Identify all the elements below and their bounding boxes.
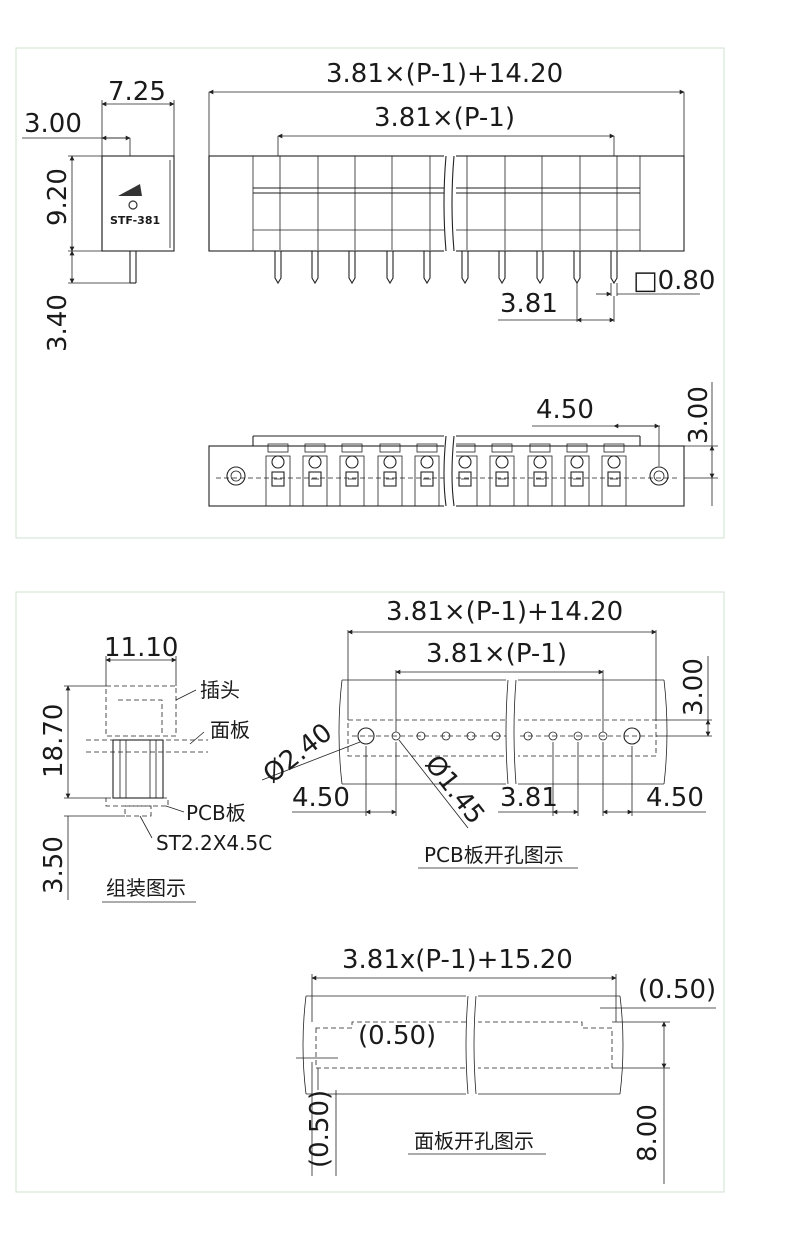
- dim-pitch: 3.81: [500, 289, 558, 319]
- dim-pitch-length: 3.81×(P-1): [374, 103, 515, 133]
- dim-pin-square: □0.80: [633, 266, 715, 296]
- label-pcb: PCB板: [186, 801, 246, 825]
- dim-pcb-side: 3.00: [679, 658, 709, 716]
- dim-pcb-right-offset: 4.50: [646, 783, 704, 813]
- pcb-hole-layout: [338, 670, 668, 794]
- terminal-8: [527, 443, 553, 507]
- label-panel: 面板: [210, 718, 250, 742]
- dim-side-offset: 3.00: [24, 109, 82, 139]
- terminal-4: [377, 443, 403, 507]
- dim-side-width: 7.25: [108, 77, 166, 107]
- dim-pcb-total-length: 3.81×(P-1)+14.20: [386, 597, 623, 627]
- dim-assembly-height: 18.70: [39, 704, 69, 778]
- terminal-row: [265, 443, 627, 507]
- panel-cutout: [302, 986, 624, 1104]
- dim-panel-height: 8.00: [633, 1104, 663, 1162]
- terminal-5: [414, 443, 440, 507]
- dim-total-length: 3.81×(P-1)+14.20: [326, 59, 563, 89]
- dim-mount-hole-diameter: Ø2.40: [258, 718, 338, 790]
- terminal-3: [339, 443, 365, 507]
- dim-mount-offset: 4.50: [536, 395, 594, 425]
- dim-pcb-pitch: 3.81: [500, 783, 558, 813]
- label-plug: 插头: [200, 678, 240, 702]
- terminal-6: [452, 443, 478, 507]
- dim-panel-length: 3.81x(P-1)+15.20: [342, 945, 573, 975]
- bottom-view: [208, 430, 685, 512]
- dim-mount-height: 3.00: [684, 386, 714, 444]
- terminal-7: [489, 443, 515, 507]
- dim-pin-hole-diameter: Ø1.45: [418, 750, 490, 830]
- dim-panel-gap-left: (0.50): [305, 1090, 335, 1168]
- dim-side-height: 9.20: [43, 168, 73, 226]
- dim-pcb-left-offset: 4.50: [292, 783, 350, 813]
- logo-text: STF-381: [110, 214, 160, 227]
- dim-assembly-bottom: 3.50: [39, 836, 69, 894]
- brand-logo: STF-381: [110, 184, 160, 227]
- caption-assembly: 组装图示: [106, 876, 186, 900]
- dim-pcb-pitch-length: 3.81×(P-1): [426, 639, 567, 669]
- dim-assembly-width: 11.10: [104, 633, 178, 663]
- assembly-view: [86, 685, 208, 817]
- terminal-10: [601, 443, 627, 507]
- terminal-2: [302, 443, 328, 507]
- panel-1-frame: [15, 47, 725, 539]
- dim-panel-gap-top: (0.50): [638, 975, 716, 1005]
- dim-panel-gap-mid: (0.50): [358, 1021, 436, 1051]
- caption-panel-holes: 面板开孔图示: [414, 1129, 534, 1153]
- dim-pin-length: 3.40: [43, 294, 73, 352]
- terminal-1: [265, 443, 291, 507]
- caption-pcb-holes: PCB板开孔图示: [424, 843, 564, 867]
- front-view: [208, 150, 685, 285]
- panel-2-frame: [15, 591, 725, 1193]
- label-screw: ST2.2X4.5C: [156, 831, 272, 855]
- terminal-9: [564, 443, 590, 507]
- side-view: STF-381: [101, 155, 175, 284]
